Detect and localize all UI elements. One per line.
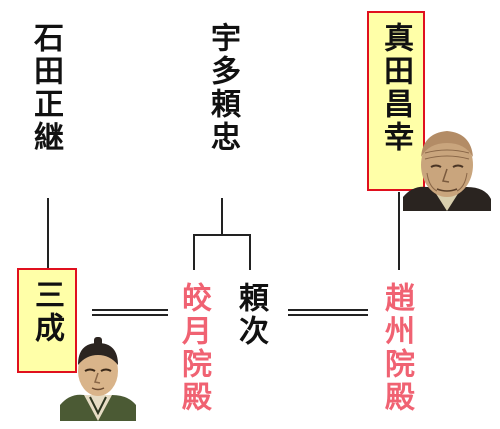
highlight-box-sanada bbox=[367, 11, 425, 191]
line-children-bar bbox=[193, 234, 251, 236]
highlight-box-mitsunari bbox=[17, 268, 77, 373]
portrait-sanada bbox=[403, 131, 491, 211]
name-utsunomiya-yoritada: 宇多頼忠 bbox=[205, 22, 240, 154]
name-chikushuin: 趙州院殿 bbox=[379, 282, 414, 414]
line-sanada-to-chikushuin bbox=[398, 192, 400, 270]
name-ishida-masatsugu: 石田正継 bbox=[28, 22, 63, 154]
name-kogetsuin: 皎月院殿 bbox=[176, 282, 211, 414]
line-ishida-to-mitsunari bbox=[47, 198, 49, 268]
name-sanada-masayuki: 真田昌幸 bbox=[378, 22, 413, 154]
name-yoritsugu: 頼次 bbox=[233, 282, 268, 348]
marriage-line-yoritsugu-top bbox=[288, 309, 368, 311]
marriage-line-yoritsugu-bottom bbox=[288, 314, 368, 316]
marriage-line-mitsunari-bottom bbox=[92, 314, 168, 316]
line-to-kogetsuin bbox=[193, 234, 195, 270]
line-utsunomiya-down bbox=[221, 198, 223, 235]
line-to-yoritsugu bbox=[249, 234, 251, 270]
portrait-mitsunari bbox=[60, 337, 136, 421]
name-mitsunari: 三成 bbox=[29, 279, 64, 345]
marriage-line-mitsunari-top bbox=[92, 309, 168, 311]
